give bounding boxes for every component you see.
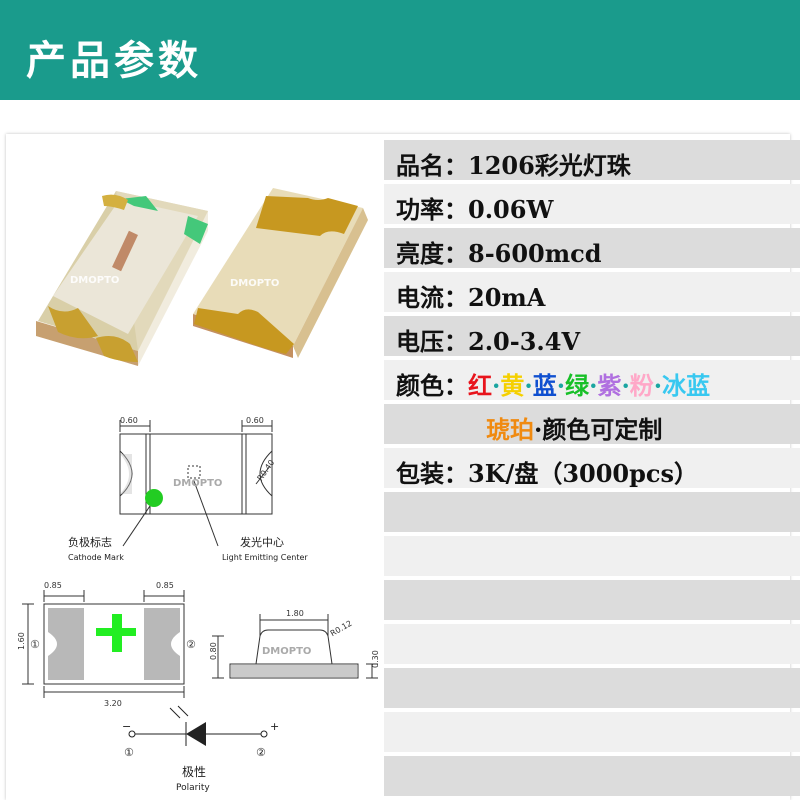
light-center-cn: 发光中心	[240, 535, 284, 549]
dim-180: 1.80	[286, 609, 304, 618]
power-value: 0.06W	[468, 195, 554, 224]
polarity-pad-1: ①	[124, 746, 134, 759]
name-label: 品名：	[396, 151, 468, 180]
spec-row-empty-1	[384, 492, 800, 532]
spec-row-color-custom: 琥珀·颜色可定制	[384, 404, 800, 444]
spec-row-package: 包装：3K/盘（3000pcs）	[384, 448, 800, 488]
color-item: ·	[589, 371, 598, 400]
color-label: 颜色：	[396, 371, 468, 400]
dim-080: 0.80	[209, 642, 218, 660]
top-view-drawing	[119, 420, 273, 547]
spec-row-name: 品名：1206彩光灯珠	[384, 140, 800, 180]
current-value: 20mA	[468, 283, 546, 312]
dim-085-a: 0.85	[44, 581, 62, 590]
plus-sign: +	[270, 720, 279, 733]
cathode-mark-cn: 负极标志	[68, 535, 112, 549]
cathode-mark-dot	[145, 489, 163, 507]
current-label: 电流：	[396, 283, 468, 312]
spec-row-empty-5	[384, 668, 800, 708]
package-value: 3K/盘（3000pcs）	[468, 459, 699, 488]
watermark-1: DMOPTO	[70, 275, 119, 286]
color-item: 黄	[500, 371, 525, 400]
cathode-mark-en: Cathode Mark	[68, 553, 124, 562]
minus-sign: −	[122, 720, 131, 733]
diode-triangle-icon	[186, 722, 206, 746]
pad-1-label: ①	[30, 638, 40, 651]
light-center-en: Light Emitting Center	[222, 553, 308, 562]
spec-row-brightness: 亮度：8-600mcd	[384, 228, 800, 268]
product-image-panel: DMOPTO DMOPTO	[8, 136, 380, 796]
color-item: ·	[524, 371, 533, 400]
spec-row-empty-4	[384, 624, 800, 664]
spec-row-color: 颜色：红·黄·蓝·绿·紫·粉·冰蓝	[384, 360, 800, 400]
power-label: 功率：	[396, 195, 468, 224]
polarity-cn: 极性	[182, 765, 206, 779]
watermark-2: DMOPTO	[230, 278, 279, 289]
color-item: 冰蓝	[662, 371, 711, 400]
dim-320: 3.20	[104, 699, 122, 708]
color-item: ·	[653, 371, 663, 400]
color-item: 紫	[597, 371, 622, 400]
color-item: ·	[556, 371, 566, 400]
amber-color: 琥珀	[486, 415, 534, 444]
spec-row-power: 功率：0.06W	[384, 184, 800, 224]
spec-row-empty-6	[384, 712, 800, 752]
led-photo-back	[193, 188, 368, 358]
dim-030: 0.30	[371, 650, 380, 668]
brightness-label: 亮度：	[396, 239, 468, 268]
color-item: ·	[492, 371, 501, 400]
pad-hatch-right	[144, 608, 180, 680]
page-title: 产品参数	[26, 38, 202, 84]
package-label: 包装：	[396, 459, 468, 488]
brightness-value: 8-600mcd	[468, 239, 602, 268]
name-value: 1206彩光灯珠	[468, 151, 631, 180]
spec-row-empty-7	[384, 756, 800, 796]
polarity-mark-stem	[112, 614, 122, 652]
led-photo-front	[36, 191, 208, 366]
side-view-drawing	[212, 614, 378, 679]
header-bar: 产品参数	[0, 0, 800, 100]
dim-r040: R0.40	[256, 458, 277, 482]
color-item: 绿	[565, 371, 590, 400]
watermark-4: DMOPTO	[262, 646, 311, 657]
polarity-pad-2: ②	[256, 746, 266, 759]
dim-r012: R0.12	[329, 619, 354, 638]
polarity-en: Polarity	[176, 783, 210, 793]
custom-color-text: ·颜色可定制	[534, 415, 663, 444]
pad-2-label: ②	[186, 638, 196, 651]
voltage-label: 电压：	[396, 327, 468, 356]
color-item: 蓝	[532, 371, 557, 400]
dim-060-a: 0.60	[120, 416, 138, 425]
spec-row-voltage: 电压：2.0-3.4V	[384, 316, 800, 356]
spec-row-empty-3	[384, 580, 800, 620]
pad-hatch-left	[48, 608, 84, 680]
product-illustration: DMOPTO DMOPTO	[17, 188, 380, 793]
voltage-value: 2.0-3.4V	[468, 327, 581, 356]
color-list: 红·黄·蓝·绿·紫·粉·冰蓝	[468, 371, 710, 400]
spec-row-current: 电流：20mA	[384, 272, 800, 312]
color-item: 红	[468, 371, 492, 400]
spec-row-empty-2	[384, 536, 800, 576]
pad-layout-drawing	[22, 590, 185, 698]
dim-160: 1.60	[17, 632, 26, 650]
spec-table: 品名：1206彩光灯珠 功率：0.06W 亮度：8-600mcd 电流：20mA…	[384, 140, 800, 800]
watermark-3: DMOPTO	[173, 478, 222, 489]
dim-060-b: 0.60	[246, 416, 264, 425]
dim-085-b: 0.85	[156, 581, 174, 590]
color-item: 粉	[629, 371, 654, 400]
color-item: ·	[621, 371, 630, 400]
